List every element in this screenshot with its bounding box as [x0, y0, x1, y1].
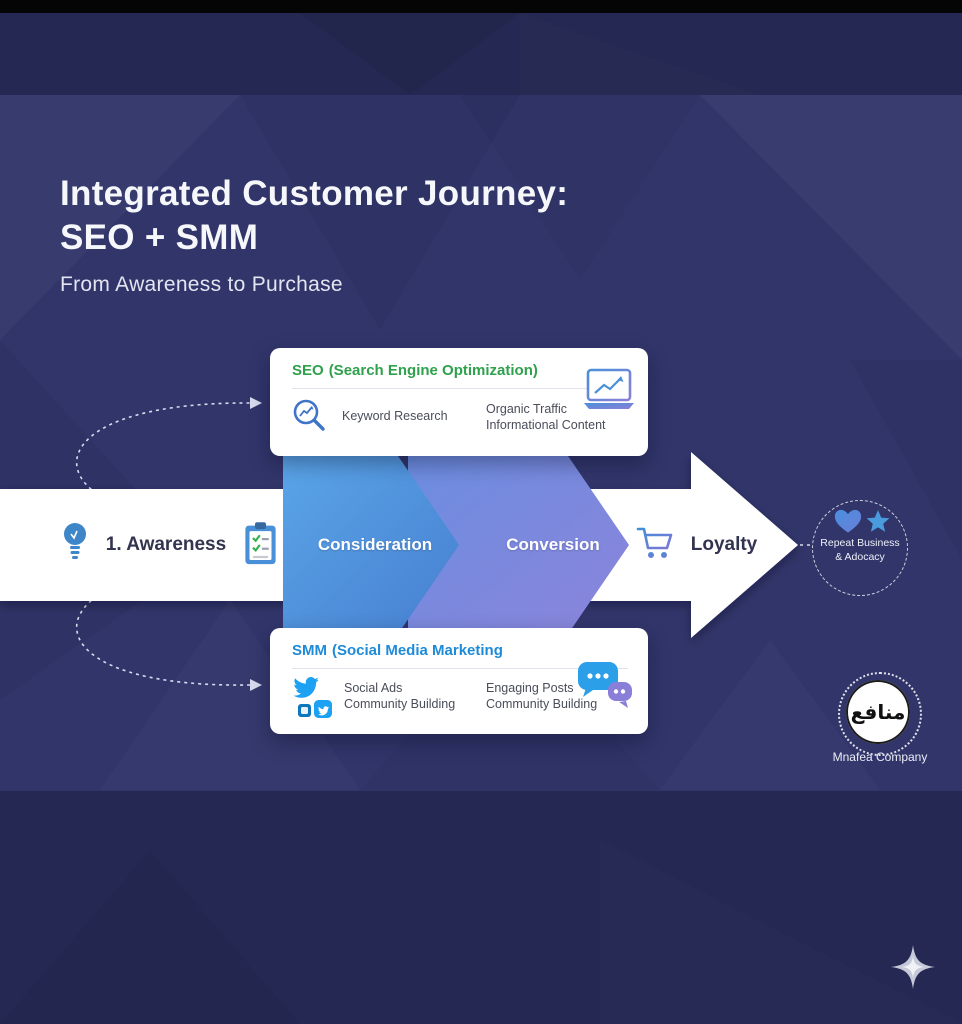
- clipboard-checklist-icon: [244, 521, 277, 566]
- page-title: Integrated Customer Journey: SEO + SMM: [60, 172, 760, 261]
- bottom-dark-band: [0, 791, 962, 1024]
- smm-item2-line2: Community Building: [486, 697, 598, 712]
- top-black-strip: [0, 0, 962, 13]
- stage-conversion-label: Conversion: [506, 535, 600, 554]
- logo-disc: منافع: [846, 680, 910, 744]
- seo-card: SEO(Search Engine Optimization) Keyword …: [270, 348, 648, 456]
- top-dark-band: [0, 13, 962, 95]
- smm-item1-line2: Community Building: [344, 697, 456, 712]
- logo-arabic-calligraphy: منافع: [850, 701, 906, 724]
- seo-abbr: SEO: [292, 362, 324, 379]
- connector-to-smm-arrowhead: [250, 679, 262, 691]
- outcome-label: Repeat Business & Adocacy: [812, 536, 908, 564]
- outcome-line2: & Adocacy: [835, 551, 885, 564]
- smm-item2-line1: Engaging Posts: [486, 681, 574, 695]
- smm-item1-line1: Social Ads: [344, 681, 403, 695]
- seo-title-rest: (Search Engine Optimization): [328, 362, 538, 379]
- smm-item-engaging-posts: Engaging Posts Community Building: [486, 680, 597, 713]
- smm-item-social-ads: Social Ads Community Building: [344, 680, 455, 713]
- connector-to-seo-arrowhead: [250, 397, 262, 409]
- seo-item2-line1: Organic Traffic: [486, 402, 568, 416]
- seo-card-title: SEO(Search Engine Optimization): [292, 362, 538, 379]
- lightbulb-icon: [60, 520, 90, 566]
- title-line2: SEO + SMM: [60, 218, 259, 258]
- company-name: Mnafea Company: [832, 750, 928, 764]
- chevron-consideration: [283, 456, 459, 634]
- title-line1: Integrated Customer Journey:: [60, 174, 569, 213]
- seo-item2-line2: Informational Content: [486, 418, 606, 433]
- smm-card-divider: [292, 668, 628, 669]
- smm-abbr: SMM: [292, 642, 327, 659]
- smm-card: SMM (Social Media Marketing Social Ads Co…: [270, 628, 648, 734]
- laptop-analytics-icon: [582, 368, 636, 412]
- heart-icon: [834, 508, 862, 534]
- stage-consideration-label: Consideration: [317, 535, 433, 554]
- shopping-cart-icon: [636, 525, 676, 563]
- header: Integrated Customer Journey: SEO + SMM F…: [60, 172, 760, 297]
- stage-loyalty-label: Loyalty: [690, 534, 758, 555]
- seo-item-keyword-research: Keyword Research: [342, 409, 448, 423]
- twitter-icons: [288, 674, 340, 720]
- smm-card-title: SMM (Social Media Marketing: [292, 642, 503, 659]
- seo-card-divider: [292, 388, 628, 389]
- star-icon: [866, 510, 890, 533]
- seo-magnifier-icon: [292, 398, 328, 434]
- sparkle-icon: [888, 942, 938, 992]
- smm-title-rest: (Social Media Marketing: [332, 642, 503, 659]
- outcome-line1: Repeat Business: [820, 537, 900, 549]
- chevron-conversion: [408, 456, 629, 634]
- stage-awareness-label: 1. Awareness: [105, 534, 227, 555]
- outcome-circle: [812, 500, 908, 596]
- seo-item-organic-traffic: Organic Traffic Informational Content: [486, 401, 606, 434]
- page-subtitle: From Awareness to Purchase: [60, 272, 343, 296]
- company-logo: منافع: [838, 672, 922, 756]
- logo-dotted-ring: [838, 672, 922, 756]
- chat-bubbles-icon: [576, 660, 634, 710]
